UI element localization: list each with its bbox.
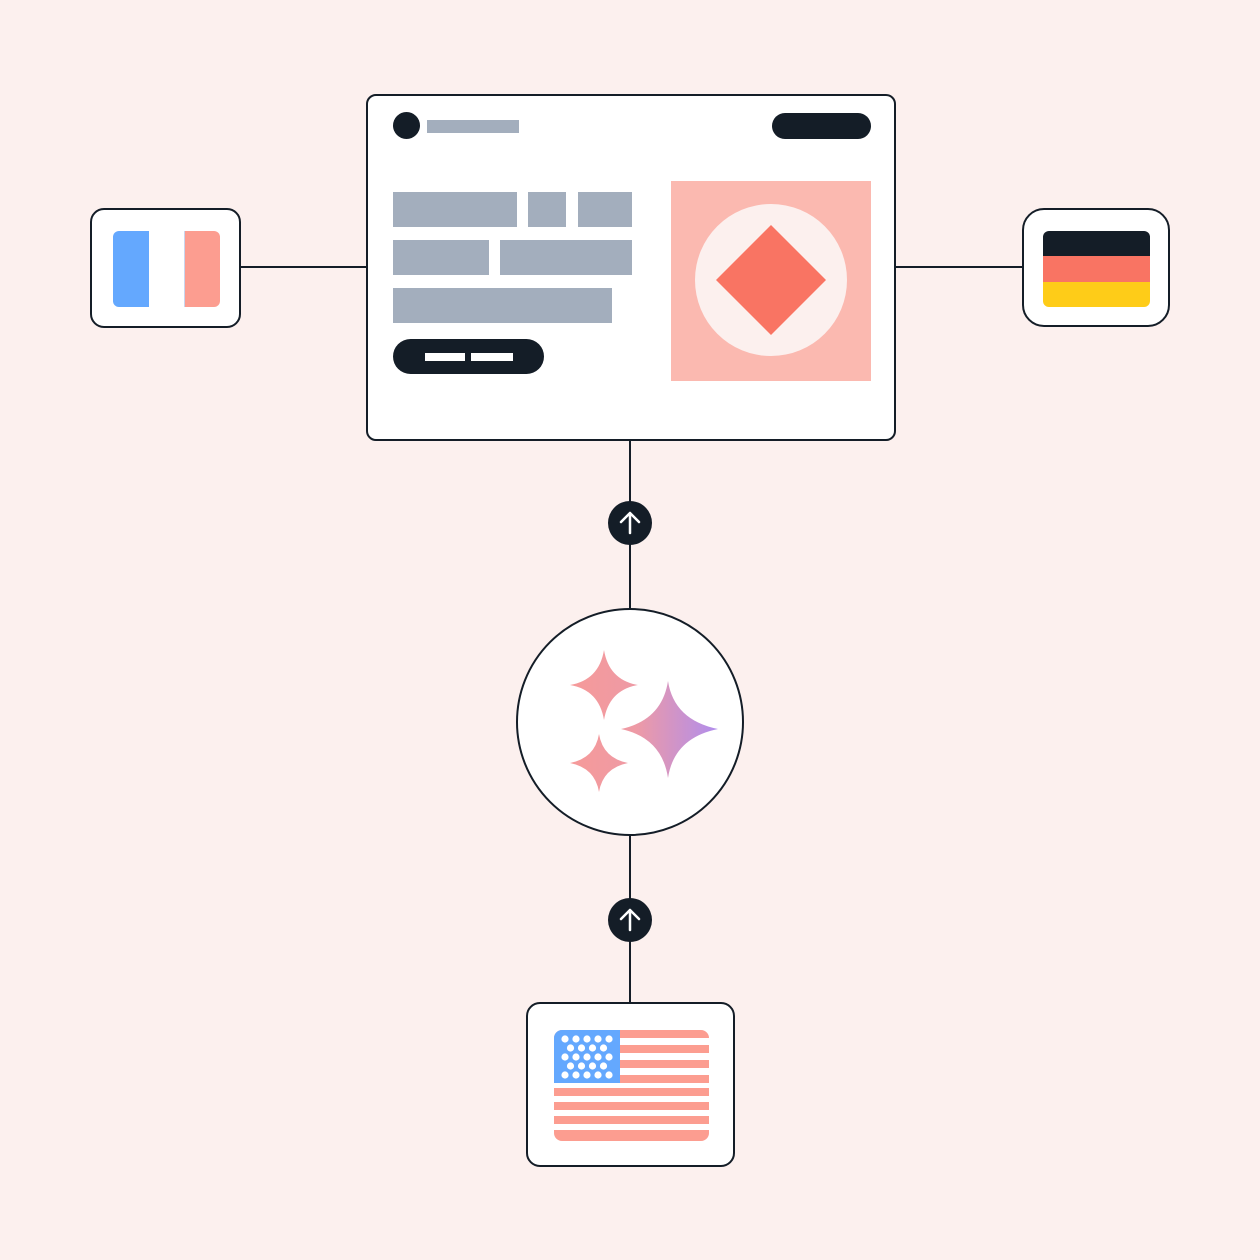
primary-button[interactable] [393, 339, 544, 374]
sparkles-icon [570, 650, 718, 792]
header-cta-button[interactable] [772, 113, 871, 139]
webpage-mockup-card [366, 94, 896, 441]
logo-dot [393, 112, 420, 139]
button-label-placeholder [471, 353, 513, 361]
arrow-up-icon [608, 501, 652, 545]
connector-france-webpage [240, 266, 368, 268]
france-flag-card [90, 208, 241, 328]
germany-flag-card [1022, 208, 1170, 327]
text-block [500, 240, 632, 275]
text-block [393, 288, 612, 323]
france-flag-icon [113, 231, 220, 307]
text-block [393, 240, 489, 275]
usa-flag-card [526, 1002, 735, 1167]
button-label-placeholder [425, 353, 465, 361]
text-block [528, 192, 566, 227]
hero-image [671, 181, 871, 381]
diamond-logo-icon [695, 204, 847, 356]
site-name-placeholder [427, 120, 519, 133]
text-block [393, 192, 517, 227]
ai-translation-node [516, 608, 744, 836]
usa-flag-icon [554, 1030, 709, 1141]
germany-flag-icon [1043, 231, 1150, 307]
arrow-up-icon [608, 898, 652, 942]
connector-webpage-germany [894, 266, 1024, 268]
text-block [578, 192, 632, 227]
